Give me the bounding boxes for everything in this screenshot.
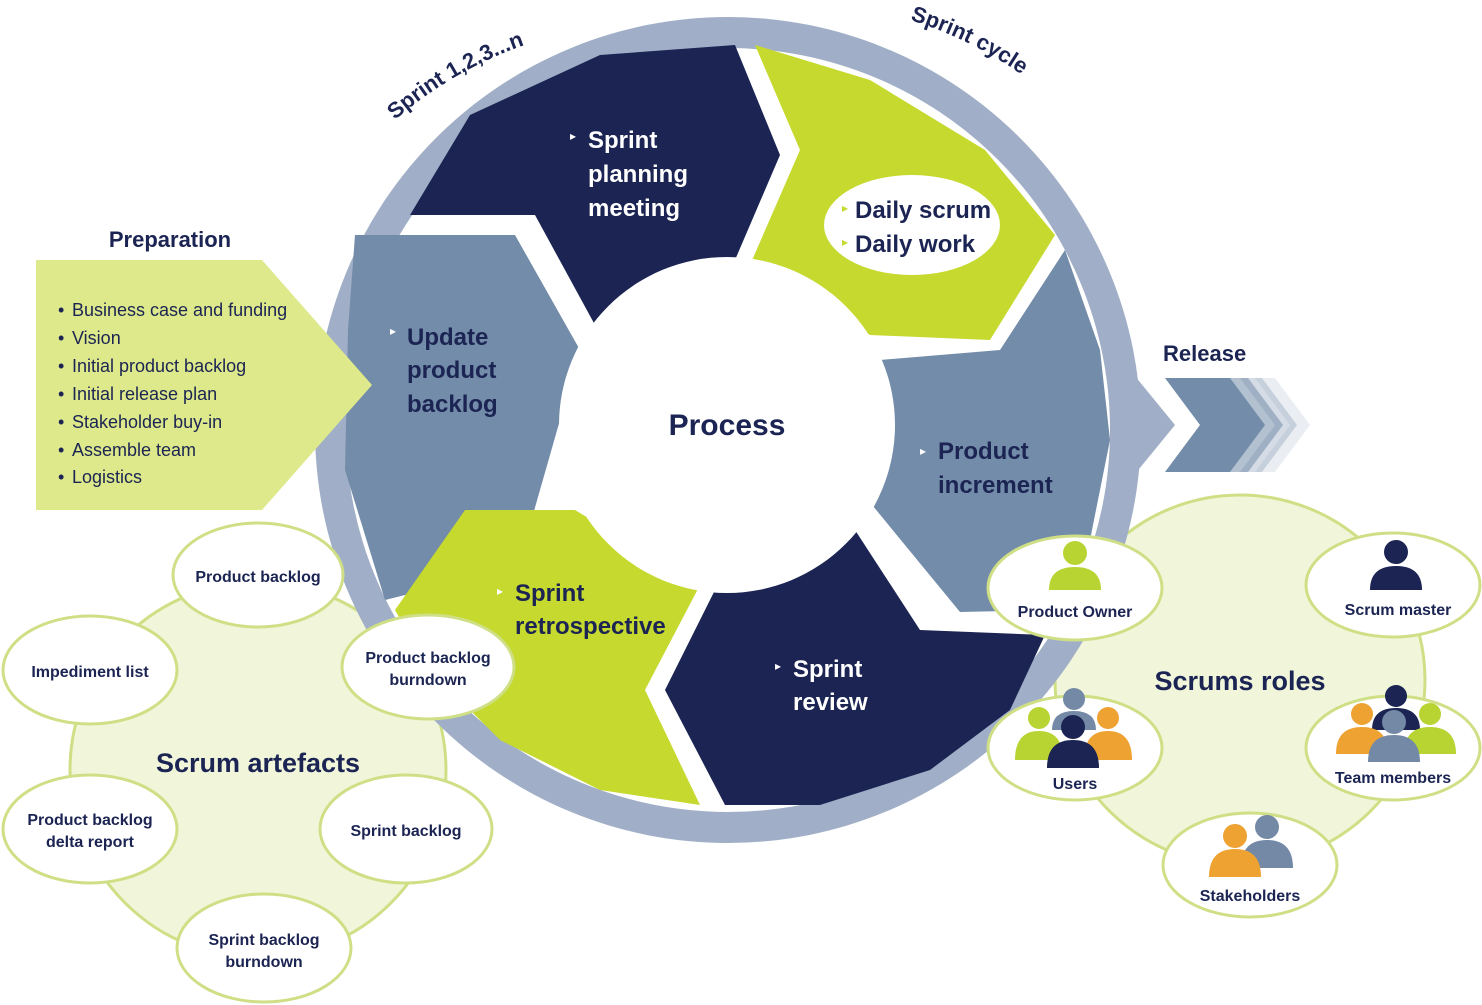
- preparation-title: Preparation: [109, 227, 231, 252]
- planning-line-3: meeting: [588, 195, 680, 222]
- artefact-sprint-backlog-label: Sprint backlog: [350, 823, 461, 840]
- planning-text: ▸ Sprint planning meeting: [570, 127, 688, 222]
- artefact-burndown-label-2: burndown: [389, 672, 466, 689]
- increment-line-2: increment: [938, 472, 1053, 499]
- release-group: Release: [1163, 341, 1310, 472]
- role-users-label: Users: [1053, 776, 1098, 793]
- segment-sprint-review: [665, 530, 1045, 805]
- retro-line-1: Sprint: [515, 580, 584, 607]
- segment-update-backlog: [345, 235, 580, 600]
- review-line-2: review: [793, 689, 868, 716]
- process-center-circle: [559, 257, 895, 593]
- process-label: Process: [669, 409, 786, 442]
- svg-text:•: •: [58, 328, 64, 348]
- artefact-sprint-burndown-label-1: Sprint backlog: [208, 932, 319, 949]
- svg-text:▸: ▸: [497, 584, 503, 598]
- artefact-impediment-label: Impediment list: [31, 664, 149, 681]
- svg-text:•: •: [58, 412, 64, 432]
- role-circles: Scrums roles Product Owner Scrum master …: [986, 531, 1482, 919]
- planning-line-2: planning: [588, 161, 688, 188]
- svg-text:•: •: [58, 300, 64, 320]
- prep-item: Logistics: [72, 467, 142, 487]
- roles-title: Scrums roles: [1154, 666, 1325, 696]
- update-line-2: product: [407, 357, 496, 384]
- ring-release-arrow: [1130, 370, 1175, 480]
- svg-text:▸: ▸: [920, 444, 926, 458]
- release-chevron-3: [1240, 378, 1297, 472]
- svg-text:•: •: [58, 356, 64, 376]
- prep-item: Assemble team: [72, 440, 196, 460]
- artefact-sprint-burndown-label-2: burndown: [225, 954, 302, 971]
- update-line-1: Update: [407, 324, 488, 351]
- person-icon: [1049, 541, 1101, 590]
- retro-line-2: retrospective: [515, 613, 666, 640]
- planning-line-1: Sprint: [588, 127, 657, 154]
- update-line-3: backlog: [407, 391, 498, 418]
- role-stakeholders-label: Stakeholders: [1200, 888, 1301, 905]
- role-product-owner-label: Product Owner: [1018, 604, 1133, 621]
- release-chevron-1: [1165, 378, 1265, 472]
- role-scrum-master-label: Scrum master: [1345, 602, 1452, 619]
- prep-item: Initial product backlog: [72, 356, 246, 376]
- prep-item: Initial release plan: [72, 384, 217, 404]
- svg-text:•: •: [58, 384, 64, 404]
- release-chevron-2: [1222, 378, 1283, 472]
- artefact-impediment: [1, 614, 179, 726]
- svg-text:▸: ▸: [570, 129, 576, 143]
- artefact-delta-report: [1, 773, 179, 885]
- daily-line-2: Daily work: [855, 231, 976, 258]
- svg-text:▸: ▸: [842, 235, 848, 249]
- prep-item: Stakeholder buy-in: [72, 412, 222, 432]
- release-title: Release: [1163, 341, 1246, 366]
- artefact-sprint-backlog: [318, 773, 494, 885]
- artefact-delta-label-2: delta report: [46, 834, 135, 851]
- update-backlog-text: ▸ Update product backlog: [390, 324, 498, 418]
- daily-ellipse: [824, 175, 1000, 275]
- review-line-1: Sprint: [793, 656, 862, 683]
- artefact-product-backlog: [171, 521, 345, 629]
- segment-product-increment: [868, 250, 1110, 612]
- segment-sprint-planning: [410, 45, 780, 325]
- daily-bubble: ▸ Daily scrum ▸ Daily work: [824, 175, 1000, 275]
- segment-sprint-retrospective: [395, 510, 700, 805]
- release-chevron-4: [1255, 378, 1310, 472]
- artefact-product-backlog-label: Product backlog: [195, 569, 320, 586]
- svg-text:•: •: [58, 467, 64, 487]
- person-icon: [1370, 540, 1422, 590]
- preparation-list: • Business case and funding • Vision • Init…: [58, 300, 287, 487]
- artefact-delta-label-1: Product backlog: [27, 812, 152, 829]
- users-group-icon: [1015, 688, 1132, 768]
- artefact-burndown: [340, 613, 516, 721]
- artefact-sprint-burndown: [175, 892, 353, 1004]
- review-text: ▸ Sprint review: [775, 656, 868, 716]
- artefact-burndown-label-1: Product backlog: [365, 650, 490, 667]
- svg-text:▸: ▸: [390, 324, 396, 338]
- prep-item: Business case and funding: [72, 300, 287, 320]
- retrospective-text: ▸ Sprint retrospective: [497, 580, 666, 640]
- increment-text: ▸ Product increment: [920, 438, 1053, 499]
- sprint-cycle-label: Sprint cycle: [908, 1, 1033, 79]
- svg-text:•: •: [58, 440, 64, 460]
- preparation-group: Preparation • Business case and funding •…: [36, 227, 372, 510]
- svg-text:▸: ▸: [775, 659, 781, 673]
- artefacts-title: Scrum artefacts: [156, 748, 360, 778]
- preparation-arrow: [36, 260, 372, 510]
- prep-item: Vision: [72, 328, 121, 348]
- team-group-icon: [1336, 685, 1456, 762]
- artefact-circles: Scrum artefacts Product backlog Product …: [1, 521, 516, 1004]
- role-team-members-label: Team members: [1335, 770, 1451, 787]
- increment-line-1: Product: [938, 438, 1029, 465]
- stakeholders-group-icon: [1209, 815, 1293, 877]
- daily-line-1: Daily scrum: [855, 197, 991, 224]
- svg-text:▸: ▸: [842, 201, 848, 215]
